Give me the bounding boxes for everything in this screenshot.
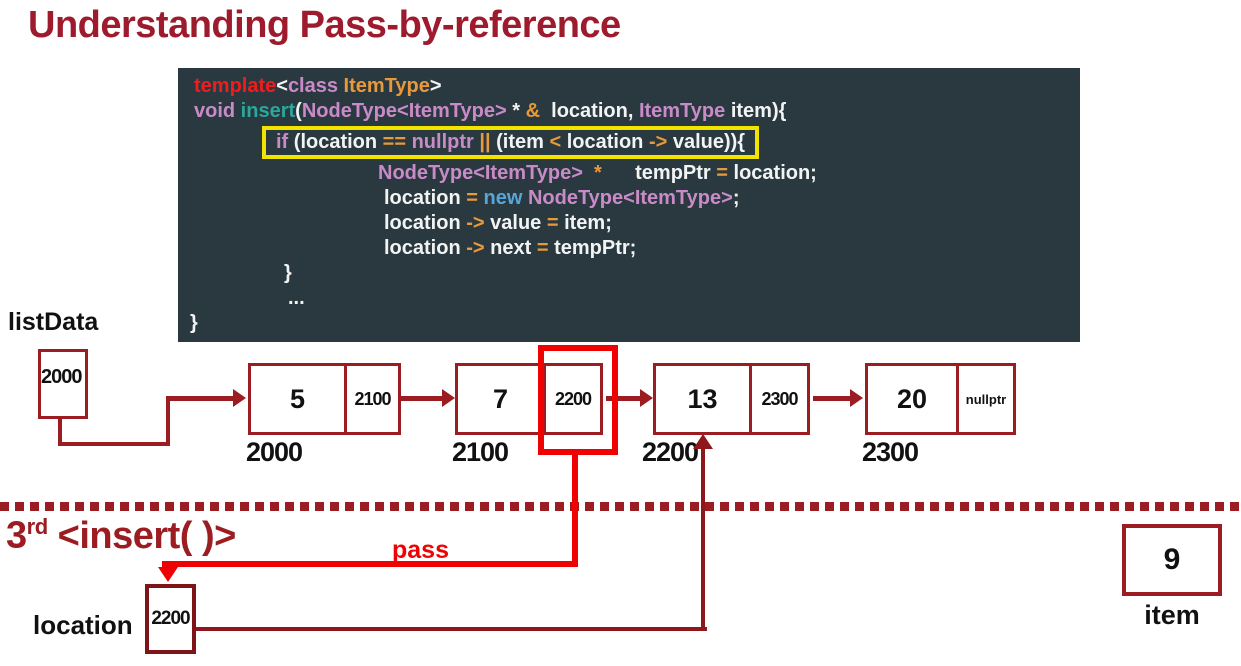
call-label: 3rd <insert( )> bbox=[6, 514, 236, 558]
item-box: 9 bbox=[1122, 524, 1222, 596]
location-path-across bbox=[196, 627, 707, 631]
arrow-3-4-head-icon bbox=[850, 389, 863, 407]
node-2300: 20 nullptr bbox=[865, 363, 1016, 435]
arrow-2-3-line bbox=[606, 396, 643, 401]
listdata-path-across bbox=[58, 442, 170, 446]
listdata-pointer-box: 2000 bbox=[38, 349, 88, 419]
node-2200-next: 2300 bbox=[749, 363, 810, 435]
pass-label: pass bbox=[392, 536, 449, 564]
node-2100: 7 2200 bbox=[455, 363, 603, 435]
call-ordinal-suffix: rd bbox=[26, 514, 49, 539]
code-line: } bbox=[284, 262, 292, 284]
node-2300-value: 20 bbox=[865, 363, 959, 435]
arrow-2-3-head-icon bbox=[640, 389, 653, 407]
node-2100-value: 7 bbox=[455, 363, 546, 435]
node-2100-address: 2100 bbox=[452, 437, 509, 467]
code-line: template<class ItemType> bbox=[194, 75, 442, 97]
code-block: template<class ItemType> void insert(Node… bbox=[178, 68, 1080, 342]
listdata-path-down bbox=[58, 418, 62, 446]
node-2000: 5 2100 bbox=[248, 363, 401, 435]
call-function: <insert( )> bbox=[57, 514, 237, 557]
listdata-pointer-value: 2000 bbox=[41, 366, 82, 388]
node-2300-next: nullptr bbox=[956, 363, 1016, 435]
item-label: item bbox=[1144, 600, 1200, 630]
code-line: location -> value = item; bbox=[384, 212, 612, 234]
node-2200-address: 2200 bbox=[642, 437, 699, 467]
call-number: 3 bbox=[6, 514, 27, 557]
slide-title: Understanding Pass-by-reference bbox=[28, 4, 621, 46]
item-value: 9 bbox=[1163, 543, 1181, 576]
node-2200-value: 13 bbox=[653, 363, 752, 435]
listdata-path-to-node bbox=[166, 396, 234, 401]
location-box: 2200 bbox=[145, 584, 196, 654]
location-label: location bbox=[33, 610, 133, 640]
pass-arrowhead-icon bbox=[158, 567, 178, 582]
code-line: ... bbox=[288, 287, 305, 309]
code-line: location -> next = tempPtr; bbox=[384, 237, 637, 259]
pointer-highlight-box bbox=[538, 345, 618, 455]
node-2000-address: 2000 bbox=[246, 437, 303, 467]
highlighted-code-line: if (location == nullptr || (item < locat… bbox=[262, 126, 760, 159]
location-value: 2200 bbox=[151, 608, 190, 629]
code-line: NodeType<ItemType> * tempPtr = location; bbox=[378, 162, 817, 184]
code-line: } bbox=[190, 312, 198, 334]
pass-path-down bbox=[572, 453, 578, 567]
listdata-label: listData bbox=[8, 308, 99, 336]
code-line: location = new NodeType<ItemType>; bbox=[384, 187, 740, 209]
node-2000-value: 5 bbox=[248, 363, 347, 435]
code-line: void insert(NodeType<ItemType> * & locat… bbox=[194, 100, 787, 122]
dotted-separator bbox=[0, 502, 1241, 511]
location-path-up bbox=[701, 446, 705, 631]
arrow-1-2-line bbox=[401, 396, 443, 401]
location-arrowhead-icon bbox=[693, 434, 713, 449]
code-line: if (location == nullptr || (item < locat… bbox=[188, 124, 1080, 161]
node-2000-next: 2100 bbox=[344, 363, 401, 435]
listdata-path-up bbox=[166, 396, 170, 446]
arrow-3-4-line bbox=[813, 396, 853, 401]
node-2100-next: 2200 bbox=[543, 363, 603, 435]
pass-path-across bbox=[162, 561, 578, 567]
node-2200: 13 2300 bbox=[653, 363, 810, 435]
listdata-arrowhead-icon bbox=[233, 389, 246, 407]
node-2300-address: 2300 bbox=[862, 437, 919, 467]
arrow-1-2-head-icon bbox=[442, 389, 455, 407]
